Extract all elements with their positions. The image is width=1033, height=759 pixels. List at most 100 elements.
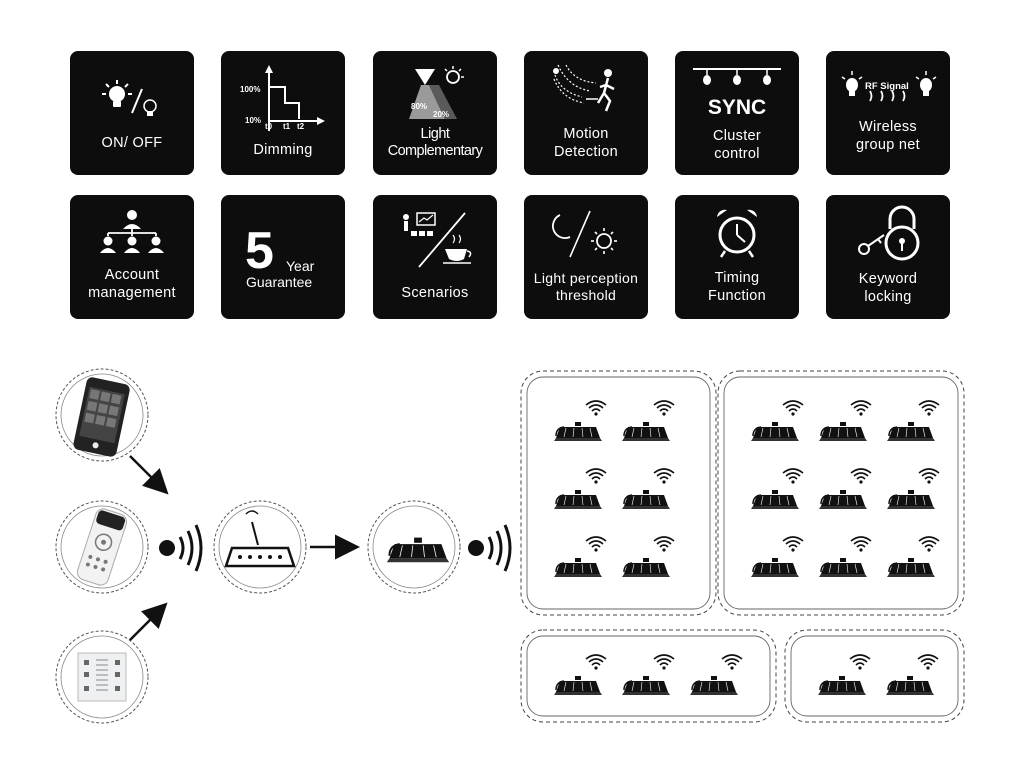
tile-dimming: 100% 10% t0 t1 t2 Dimming (221, 51, 345, 175)
tile-label-line1: Account (104, 267, 160, 283)
highbay-light-icon (621, 421, 671, 442)
light-group (520, 370, 717, 616)
highbay-light-icon (886, 421, 936, 442)
wifi-icon (585, 536, 607, 553)
highbay-light-icon (553, 675, 603, 696)
wifi-icon (918, 400, 940, 417)
highbay-light-icon (750, 489, 800, 510)
highbay-light-icon (818, 557, 868, 578)
rf-signal-icon (841, 71, 937, 102)
tile-label-line1: Motion (563, 126, 609, 142)
scenarios-icon (403, 212, 472, 268)
highbay-light-icon (886, 557, 936, 578)
tile-label: Dimming (253, 142, 313, 158)
wifi-icon (850, 468, 872, 485)
arrow-phone (129, 455, 169, 495)
label-100-percent: 100% (240, 85, 261, 94)
tile-on-off: ON/ OFF (70, 51, 194, 175)
light-group (784, 629, 965, 723)
smartphone-app-icon (55, 368, 149, 462)
tile-keyword-locking: Keyword locking (826, 195, 950, 319)
remote-control-icon (55, 500, 149, 594)
label-10-percent: 10% (245, 116, 262, 125)
label-t1: t1 (283, 122, 291, 131)
tile-cluster-control: SYNC Cluster control (675, 51, 799, 175)
highbay-light-icon (553, 489, 603, 510)
tile-motion-detection: Motion Detection (524, 51, 648, 175)
signal-waves-icon (157, 523, 203, 573)
highbay-light-icon (553, 421, 603, 442)
wifi-icon (653, 400, 675, 417)
bulb-on-off-icon (102, 80, 157, 116)
tile-label-line2: threshold (555, 287, 617, 303)
padlock-key-icon (858, 205, 920, 261)
tile-label: Scenarios (401, 285, 469, 301)
cluster-bulbs-icon (693, 68, 781, 85)
wifi-icon (782, 536, 804, 553)
highbay-light-icon (621, 675, 671, 696)
alarm-clock-icon (717, 209, 757, 258)
wifi-icon (721, 654, 743, 671)
tile-timing-function: Timing Function (675, 195, 799, 319)
moon-sun-icon (552, 210, 617, 258)
highbay-light-icon (621, 557, 671, 578)
tile-label-line1: Timing (714, 270, 760, 286)
wifi-icon (653, 468, 675, 485)
highbay-light-icon (750, 421, 800, 442)
gateway-router-icon (213, 500, 307, 594)
tile-label-line1: Light (420, 126, 450, 142)
tile-label-line2: Guarantee (246, 274, 313, 290)
highbay-light-icon (553, 557, 603, 578)
motion-sensor-icon (553, 64, 615, 112)
tile-label-line2: locking (864, 289, 912, 305)
wifi-icon (585, 468, 607, 485)
highbay-light-icon (689, 675, 739, 696)
tile-label-line2: control (714, 146, 760, 162)
highbay-light-icon (817, 675, 867, 696)
wifi-icon (849, 654, 871, 671)
tile-account-management: Account management (70, 195, 194, 319)
light-complementary-icon (409, 66, 464, 119)
tile-label-line2: group net (856, 137, 920, 153)
tile-light-perception-threshold: Light perception threshold (524, 195, 648, 319)
tile-label-line1: Cluster (712, 128, 762, 144)
wifi-icon (782, 468, 804, 485)
light-group (717, 370, 965, 616)
dimming-graph-icon (265, 65, 325, 131)
tile-label-line1: Year (286, 258, 315, 274)
highbay-light-icon (621, 489, 671, 510)
highbay-light-icon (367, 500, 461, 594)
wall-panel-icon (55, 630, 149, 724)
label-t2: t2 (297, 122, 305, 131)
wifi-icon (653, 536, 675, 553)
tile-label-line1: Light perception (533, 270, 639, 286)
wifi-icon (850, 400, 872, 417)
tile-five-year-guarantee: 5 Year Guarantee (221, 195, 345, 319)
signal-waves-icon (466, 523, 512, 573)
wifi-icon (917, 654, 939, 671)
highbay-light-icon (818, 421, 868, 442)
tile-label-line1: Keyword (858, 271, 918, 287)
light-group (520, 629, 777, 723)
wifi-icon (918, 536, 940, 553)
tile-light-complementary: 80% 20% Light Complementary (373, 51, 497, 175)
tile-label-line2: Detection (554, 144, 618, 160)
tile-label-line2: Complementary (387, 143, 483, 159)
five-year-icon: 5 (245, 222, 274, 280)
wifi-icon (585, 654, 607, 671)
wifi-icon (653, 654, 675, 671)
label-20-percent: 20% (433, 110, 450, 119)
highbay-light-icon (886, 489, 936, 510)
org-chart-icon (100, 210, 164, 253)
highbay-light-icon (750, 557, 800, 578)
tile-label: ON/ OFF (101, 135, 163, 151)
label-t0: t0 (265, 122, 273, 131)
tile-label-line2: Function (707, 288, 766, 304)
wifi-icon (850, 536, 872, 553)
highbay-light-icon (885, 675, 935, 696)
tile-label-line2: management (88, 285, 176, 301)
wifi-icon (585, 400, 607, 417)
tile-wireless-group-net: RF Signal Wireless group net (826, 51, 950, 175)
sync-heading: SYNC (707, 96, 767, 119)
